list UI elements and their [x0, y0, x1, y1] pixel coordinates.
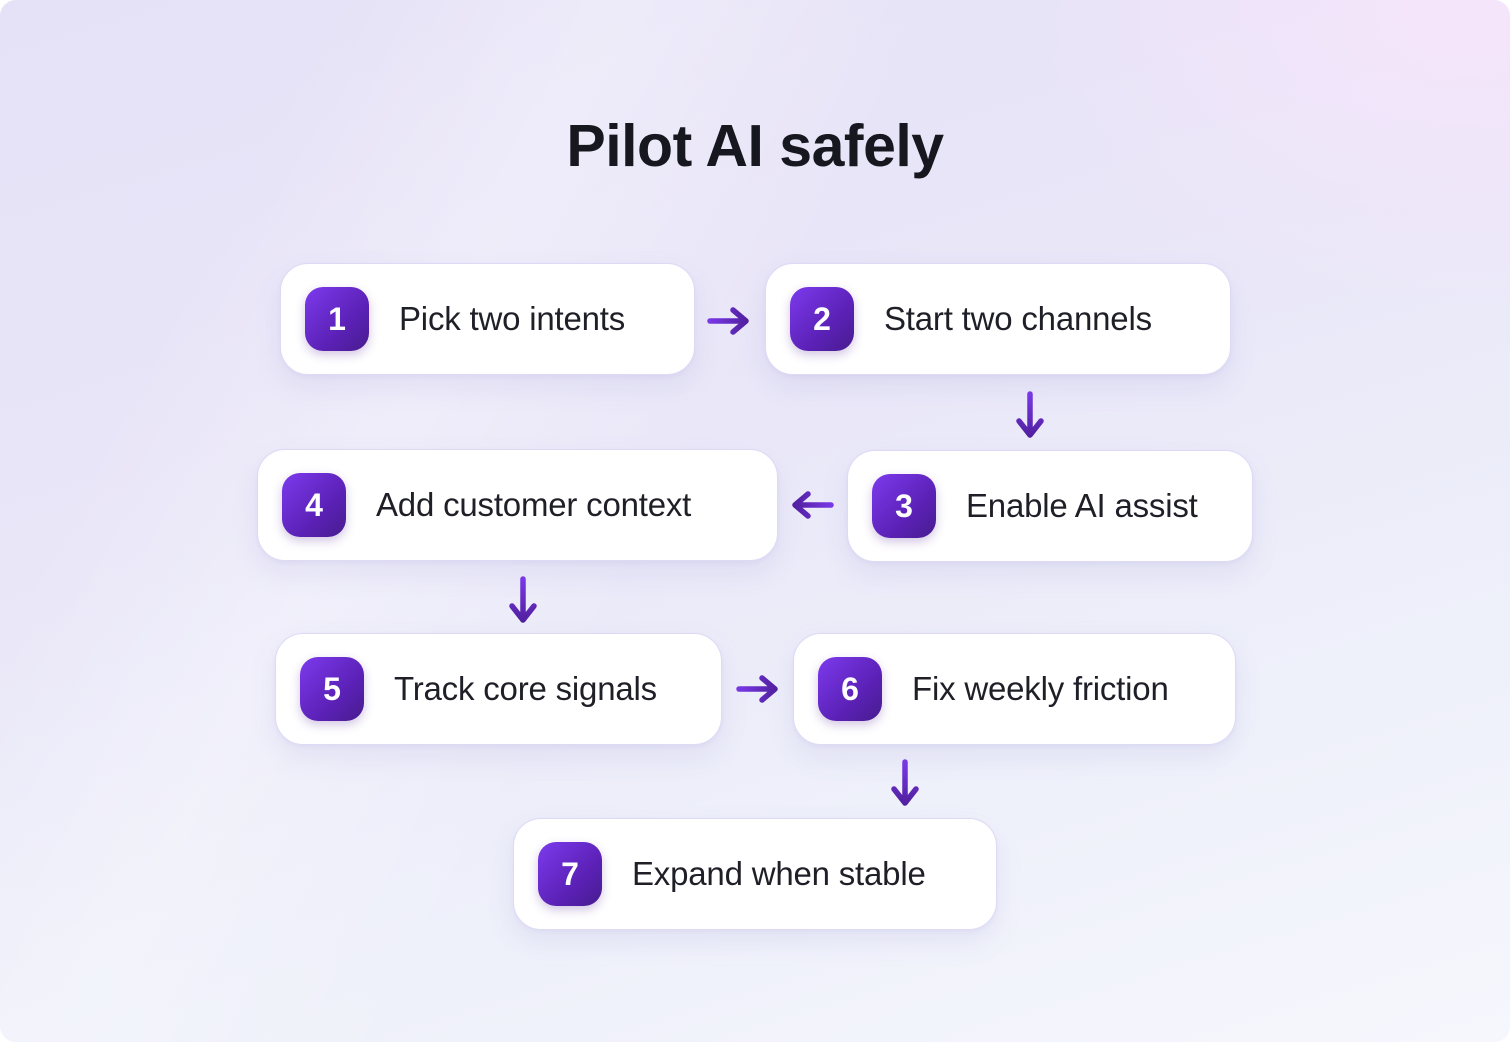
step-label: Enable AI assist: [966, 487, 1198, 524]
right-arrow-icon: [707, 307, 749, 335]
step-card-7: 7 Expand when stable: [513, 818, 997, 930]
right-arrow-icon: [736, 675, 778, 703]
step-number-badge: 3: [872, 474, 936, 538]
step-card-6: 6 Fix weekly friction: [793, 633, 1236, 745]
page-title: Pilot AI safely: [566, 113, 944, 179]
step-number-badge: 4: [282, 473, 346, 537]
down-arrow-icon: [509, 576, 537, 623]
step-number-badge: 6: [818, 657, 882, 721]
left-arrow-icon: [792, 491, 834, 519]
step-number-badge: 7: [538, 842, 602, 906]
step-label: Start two channels: [884, 300, 1152, 337]
step-label: Expand when stable: [632, 855, 926, 892]
step-card-3: 3 Enable AI assist: [847, 450, 1253, 562]
step-card-1: 1 Pick two intents: [280, 263, 695, 375]
step-card-4: 4 Add customer context: [257, 449, 778, 561]
step-label: Track core signals: [394, 670, 657, 707]
step-label: Fix weekly friction: [912, 670, 1169, 707]
step-number-badge: 1: [305, 287, 369, 351]
step-number-badge: 2: [790, 287, 854, 351]
step-card-2: 2 Start two channels: [765, 263, 1231, 375]
step-label: Add customer context: [376, 486, 692, 523]
down-arrow-icon: [1016, 391, 1044, 438]
step-number-badge: 5: [300, 657, 364, 721]
step-card-5: 5 Track core signals: [275, 633, 722, 745]
down-arrow-icon: [891, 759, 919, 806]
step-label: Pick two intents: [399, 300, 626, 337]
